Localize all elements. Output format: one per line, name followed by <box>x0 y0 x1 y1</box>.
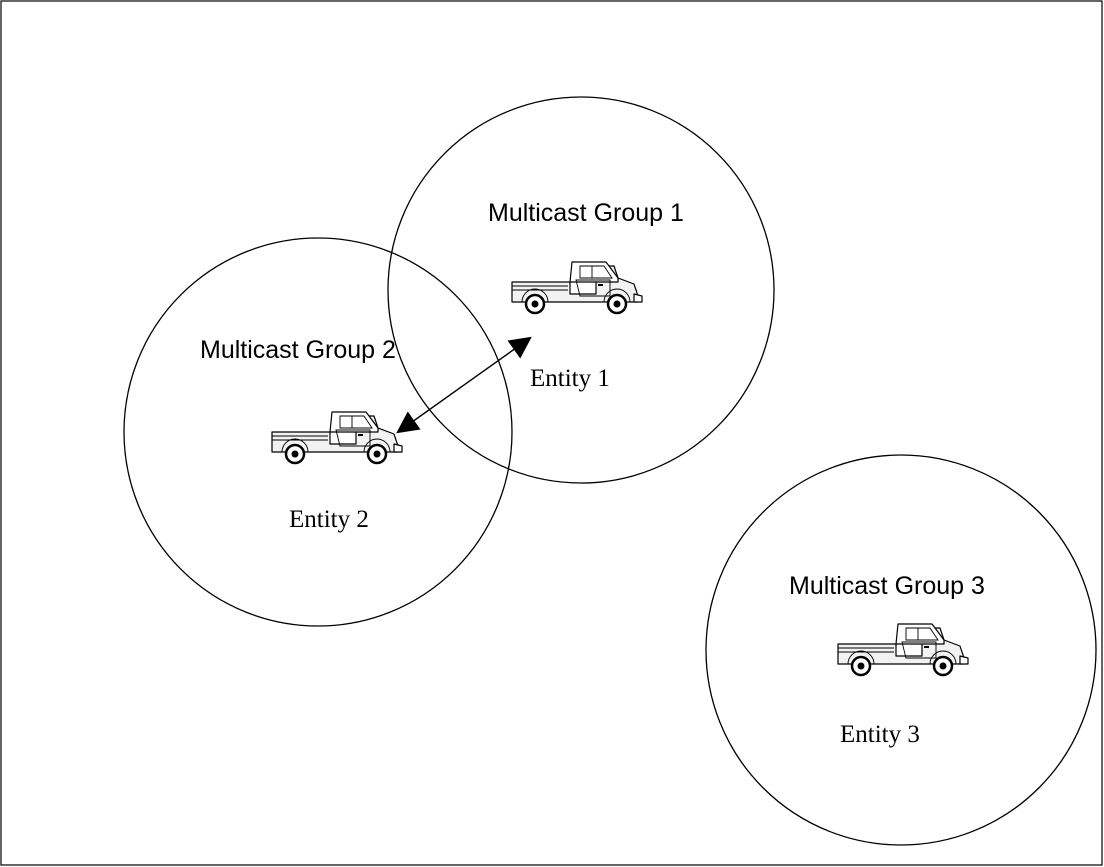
group-3-boundary <box>705 454 1097 846</box>
group-1-boundary <box>387 96 775 484</box>
multicast-group-2: Multicast Group 2 Entity 2 <box>123 237 513 627</box>
group-2-label: Multicast Group 2 <box>200 336 396 364</box>
multicast-group-3: Multicast Group 3 Entity 3 <box>705 454 1097 846</box>
multicast-group-1: Multicast Group 1 Entity 1 <box>387 96 775 484</box>
group-3-label: Multicast Group 3 <box>789 572 985 600</box>
entity-2-label: Entity 2 <box>289 506 369 533</box>
connection-arrow <box>396 336 532 434</box>
group-1-label: Multicast Group 1 <box>488 199 684 227</box>
entity-1-label: Entity 1 <box>530 365 610 392</box>
entity-3-label: Entity 3 <box>840 721 920 748</box>
